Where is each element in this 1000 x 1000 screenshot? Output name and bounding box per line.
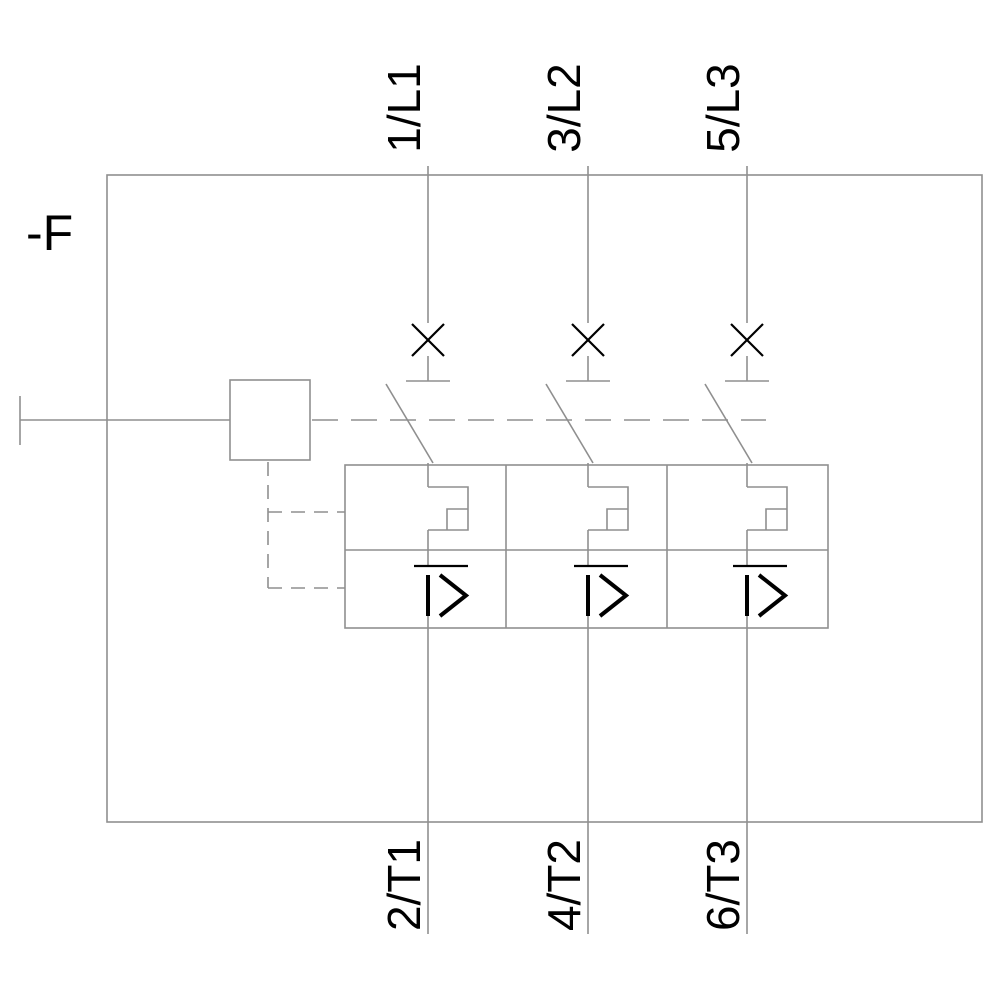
terminal-label-bottom-3: 6/T3: [697, 839, 749, 931]
pole1-magnetic-trip-symbol: [414, 564, 470, 618]
terminal-label-bottom-2: 4/T2: [538, 839, 590, 931]
labels: -F 1/L1 3/L2 5/L3 2/T1 4/T2 6/T3: [26, 63, 749, 931]
pole1-contact-blade: [385, 383, 434, 464]
terminal-label-top-1: 1/L1: [378, 63, 430, 153]
pole2-contact-blade: [545, 383, 594, 464]
black-symbols: [411, 323, 789, 618]
pole3-magnetic-trip-symbol: [733, 564, 789, 618]
terminal-label-bottom-1: 2/T1: [378, 839, 430, 931]
actuator-box: [229, 379, 311, 461]
release-block-border: [344, 464, 829, 629]
pole1-thermal-overload-symbol: [428, 486, 469, 531]
cross-stroke: [730, 323, 764, 357]
terminal-label-top-2: 3/L2: [538, 63, 590, 153]
component-designation-label: -F: [26, 205, 73, 261]
gray-linework: [19, 166, 983, 934]
pole2-magnetic-trip-symbol: [574, 564, 630, 618]
pole3-breaker-cross-icon: [730, 323, 764, 357]
cross-stroke: [571, 323, 605, 357]
pole2-thermal-overload-symbol: [588, 486, 629, 531]
enclosure-border: [106, 174, 983, 823]
pole2-breaker-cross-icon: [571, 323, 605, 357]
pole3-thermal-overload-symbol: [747, 486, 788, 531]
cross-stroke: [411, 323, 445, 357]
pole3-contact-blade: [704, 383, 753, 464]
trip-greater-than: [757, 573, 789, 618]
trip-greater-than: [438, 573, 470, 618]
pole1-breaker-cross-icon: [411, 323, 445, 357]
terminal-label-top-3: 5/L3: [697, 63, 749, 153]
trip-greater-than: [598, 573, 630, 618]
